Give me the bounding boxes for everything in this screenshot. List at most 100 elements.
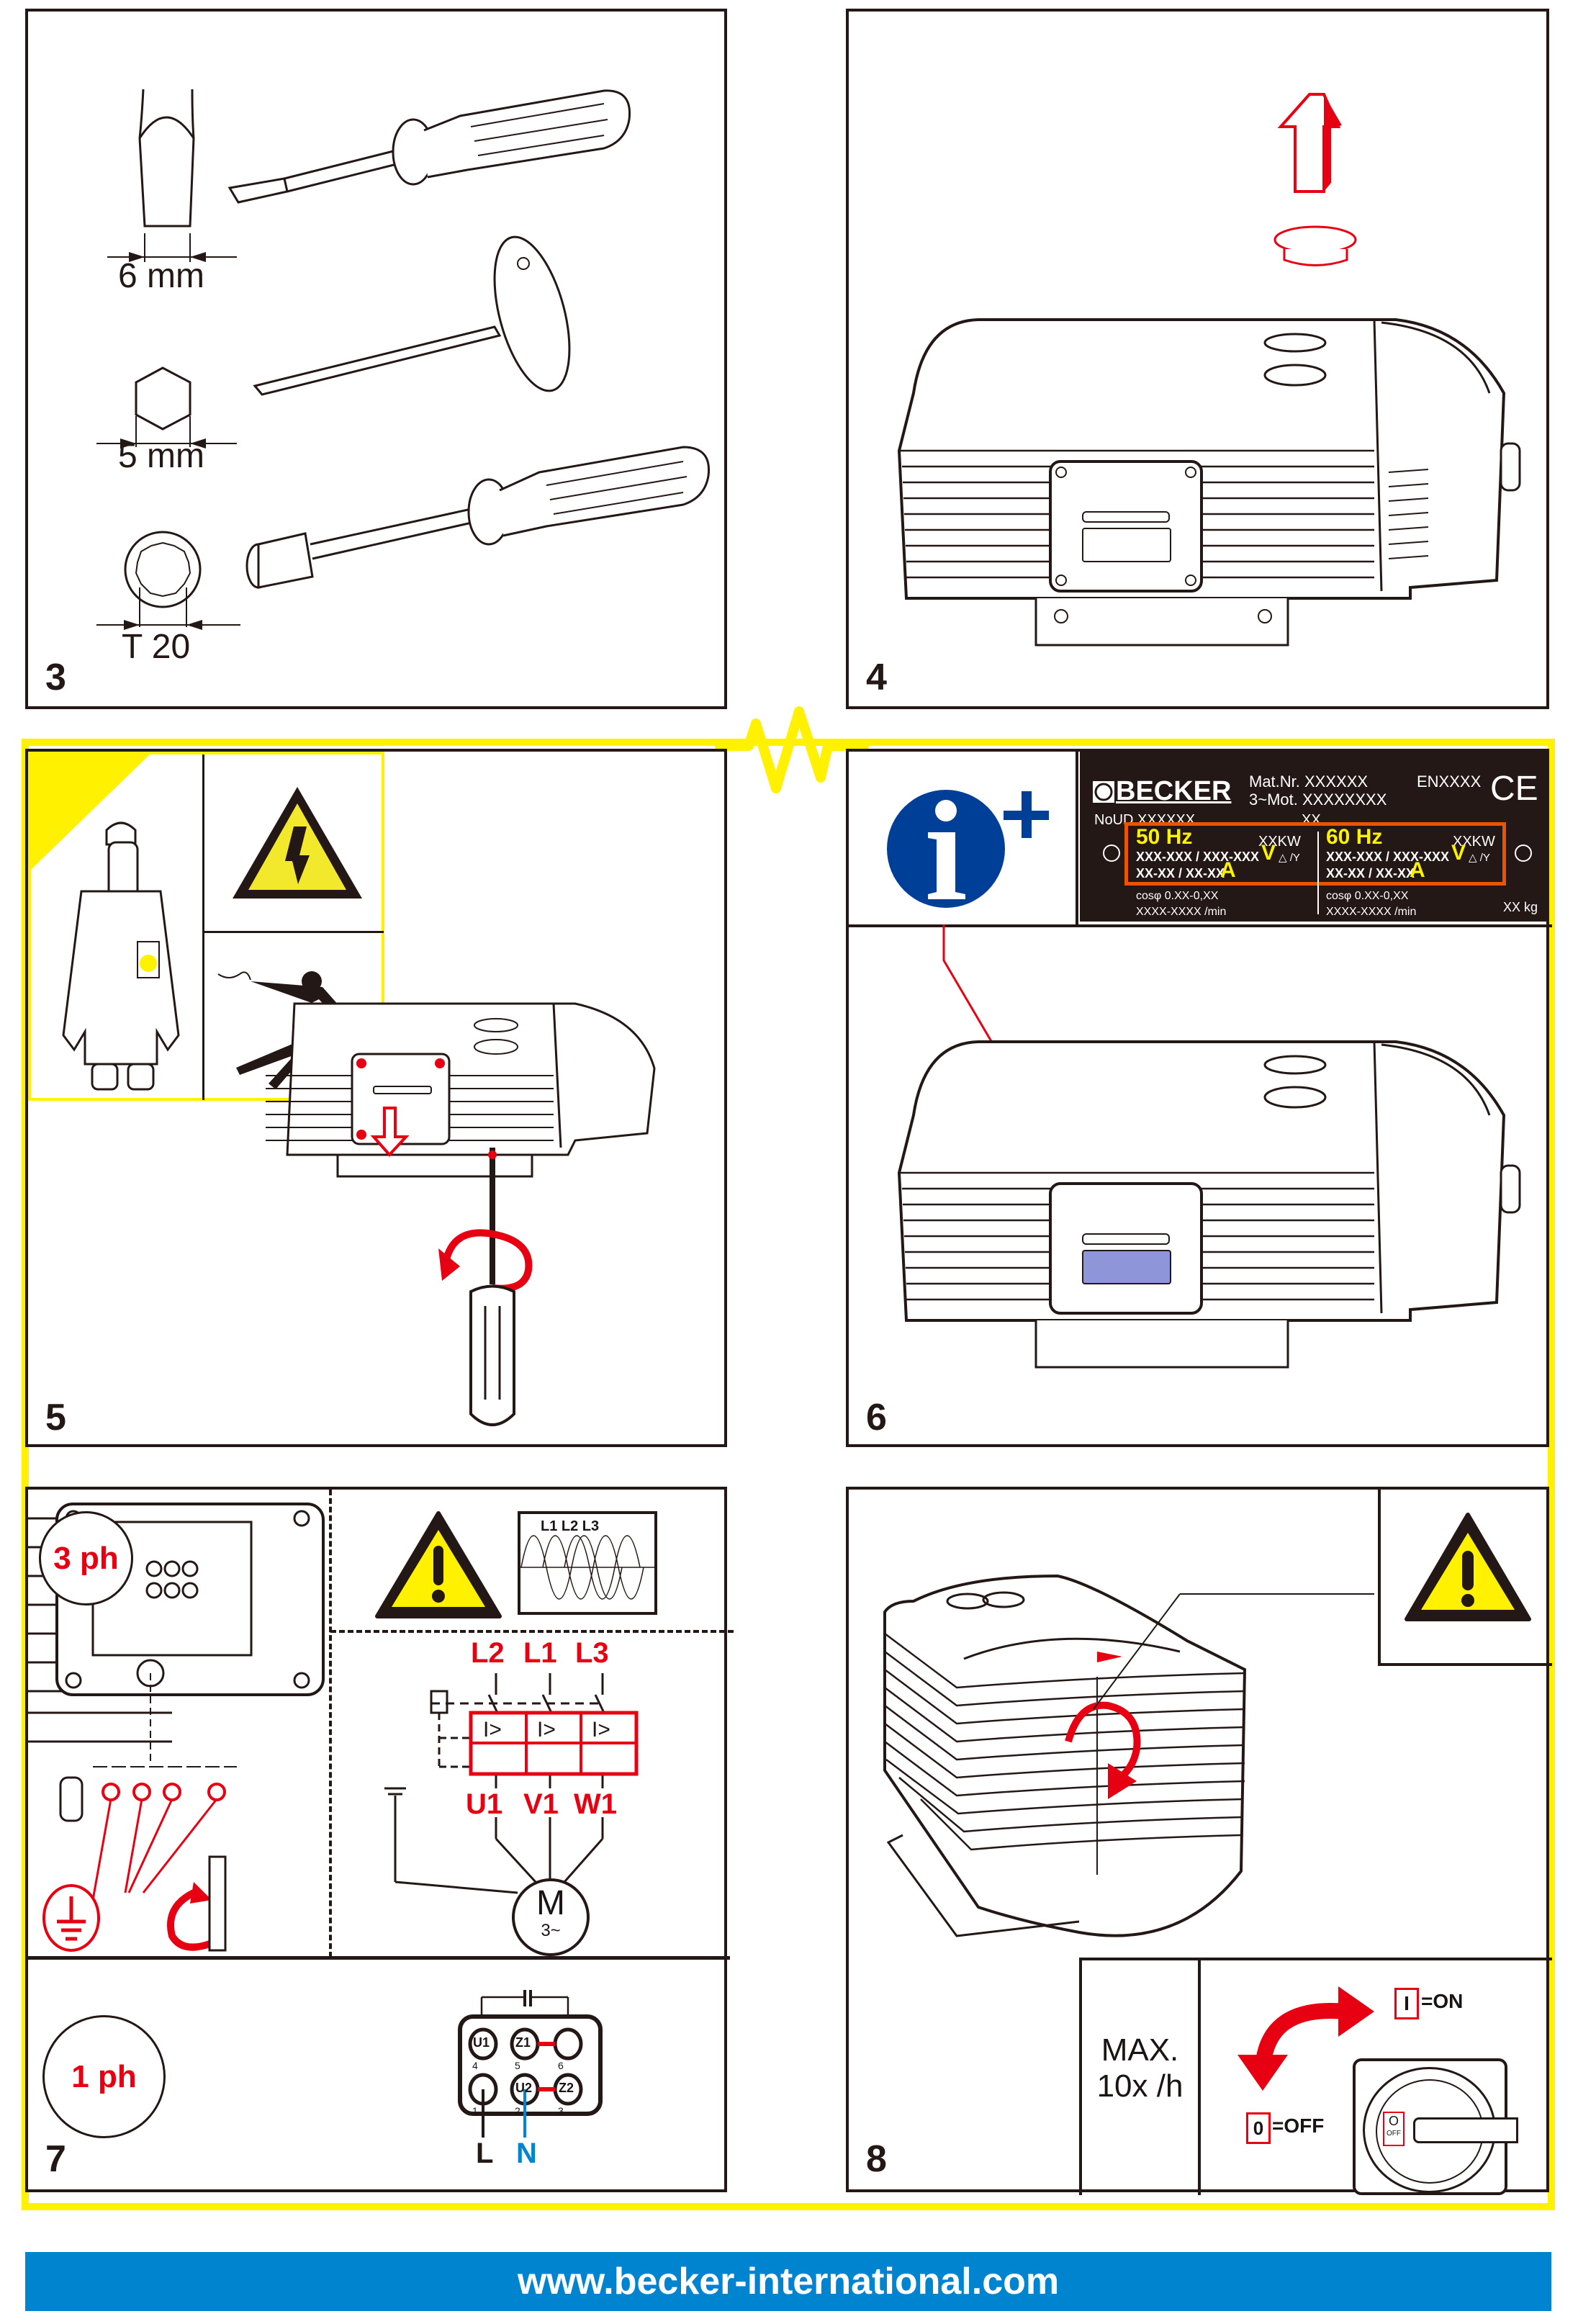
speed-60hz: XXXX-XXXX /min	[1326, 906, 1417, 918]
rotary-switch[interactable]: O OFF	[1353, 2058, 1518, 2195]
general-warning-icon	[375, 1511, 502, 1618]
freq-50hz: 50 Hz	[1136, 825, 1193, 849]
step-number-7: 7	[45, 2138, 66, 2180]
single-phase-terminal-icon	[458, 1990, 603, 2138]
motor-symbol: M 3~	[512, 1878, 590, 1956]
zigzag-divider-icon	[715, 706, 869, 793]
yellow-corner-triangle	[31, 755, 150, 870]
off-label: =OFF	[1272, 2114, 1325, 2137]
power-60hz: XXKW	[1453, 834, 1495, 850]
speed-50hz: XXXX-XXXX /min	[1136, 906, 1227, 918]
electrical-hazard-warning-icon	[233, 787, 362, 898]
a-unit-50hz: A	[1220, 858, 1236, 882]
max-starts-line1: MAX.	[1101, 2032, 1179, 2068]
max-starts-box: MAX. 10x /h	[1079, 1958, 1198, 2195]
on-label: =ON	[1421, 1990, 1464, 2012]
general-warning-icon-8	[1405, 1513, 1531, 1621]
plug-cap-icon	[1273, 225, 1357, 266]
footer-url-link[interactable]: www.becker-international.com	[517, 2261, 1060, 2302]
step-number-6: 6	[866, 1397, 887, 1438]
line-label-l3: L3	[575, 1637, 609, 1669]
becker-logo-icon	[1093, 781, 1114, 803]
freq-60hz: 60 Hz	[1326, 825, 1383, 849]
v-unit-50hz: V	[1261, 841, 1276, 865]
nameplate-brand: BECKER	[1116, 776, 1232, 806]
on-symbol-box: I	[1394, 1988, 1419, 2019]
motor-protection-switch-icon: I> I> I>	[384, 1673, 639, 1894]
off-symbol-box: 0	[1246, 2112, 1271, 2144]
socket-screwdriver-icon	[245, 446, 711, 589]
torx-tip-icon	[96, 531, 240, 630]
wave-labels: L1 L2 L3	[541, 1518, 600, 1534]
hex-key-icon	[253, 235, 571, 396]
step-number-3: 3	[45, 657, 66, 698]
switch-handle[interactable]	[1413, 2117, 1518, 2143]
output-label-w1: W1	[574, 1788, 617, 1820]
line-label-l2: L2	[471, 1637, 505, 1669]
single-phase-label: 1 ph	[71, 2058, 137, 2094]
v-unit-60hz: V	[1451, 841, 1466, 865]
terminal-num-5: 5	[515, 2060, 520, 2071]
max-starts-line2: 10x /h	[1096, 2068, 1184, 2104]
terminal-u1: U1	[473, 2035, 490, 2050]
voltage-60hz: XXX-XXX / XXX-XXX	[1326, 850, 1450, 864]
terminal-num-1: 1	[472, 2105, 478, 2117]
cosphi-60hz: cosφ 0.XX-0,XX	[1326, 890, 1409, 902]
panel-step-7: 3 ph L1 L2 L3 L2 L1 L3	[25, 1487, 734, 2192]
panel-step-5: 5	[25, 749, 727, 1447]
ce-mark: CE	[1490, 770, 1538, 808]
tool-size-t20: T 20	[122, 628, 191, 666]
panel-step-4: 4	[846, 9, 1549, 709]
cosphi-50hz: cosφ 0.XX-0,XX	[1136, 890, 1219, 902]
nameplate-weight: XX kg	[1503, 900, 1538, 914]
pump-cutaway-icon	[266, 1002, 656, 1178]
step-number-8: 8	[866, 2138, 887, 2180]
three-phase-label: 3 ph	[53, 1540, 119, 1576]
terminal-num-2: 2	[515, 2105, 520, 2117]
panel-step-3: 6 mm 5 mm T 20	[25, 9, 727, 709]
switch-position-label: OFF	[1387, 2130, 1401, 2138]
power-50hz: XXKW	[1258, 834, 1301, 850]
line-label-l: L	[476, 2138, 494, 2169]
output-label-v1: V1	[523, 1788, 559, 1820]
pump-fan-rotation-icon	[883, 1574, 1374, 1937]
switch-box	[1198, 1958, 1552, 2195]
neutral-label-n: N	[516, 2138, 537, 2169]
tool-size-5mm: 5 mm	[118, 437, 204, 475]
motor-symbol-sub: 3~	[541, 1921, 561, 1940]
rotate-switch-arrow-icon	[1237, 1986, 1374, 2091]
off-symbol: 0	[1253, 2117, 1264, 2139]
terminal-num-6: 6	[558, 2060, 564, 2071]
panel-step-8: MAX. 10x /h I =ON 0 =OFF O OFF 8	[846, 1487, 1552, 2195]
svg-text:I>: I>	[592, 1718, 610, 1742]
terminal-z2: Z2	[559, 2081, 574, 2095]
pump-icon	[897, 318, 1521, 647]
terminal-u2: U2	[515, 2081, 533, 2095]
voltage-50hz: XXX-XXX / XXX-XXX	[1136, 850, 1260, 864]
output-label-u1: U1	[466, 1788, 503, 1820]
three-phase-wave-icon	[518, 1511, 657, 1615]
current-60hz: XX-XX / XX-XX	[1326, 866, 1415, 880]
terminal-num-4: 4	[472, 2060, 478, 2071]
motor-nameplate: BECKER Mat.Nr. XXXXXX 3~Mot. XXXXXXXX EN…	[1080, 749, 1548, 922]
flat-tip-icon	[107, 89, 237, 262]
step-number-4: 4	[866, 657, 887, 698]
svg-text:I>: I>	[483, 1718, 502, 1742]
svg-text:I>: I>	[537, 1718, 556, 1742]
flat-screwdriver-icon	[227, 89, 631, 204]
footer-bar: www.becker-international.com	[25, 2252, 1551, 2311]
hex-tip-icon	[96, 366, 237, 449]
conn-50hz: △ /Y	[1279, 852, 1300, 864]
current-50hz: XX-XX / XX-XX	[1136, 866, 1225, 880]
arrow-up-icon	[1277, 93, 1342, 193]
conn-60hz: △ /Y	[1469, 852, 1490, 864]
nameplate-mat-nr: Mat.Nr. XXXXXX	[1249, 773, 1369, 791]
info-plus-icon	[887, 790, 1049, 908]
screwdriver-rotate-icon	[438, 1148, 533, 1426]
nameplate-motor: 3~Mot. XXXXXXXX	[1249, 791, 1387, 809]
electrician-icon	[62, 821, 180, 1091]
pump-nameplate-icon	[897, 1040, 1521, 1369]
highlight-box	[1124, 822, 1506, 886]
on-symbol: I	[1404, 1992, 1410, 2014]
line-label-l1: L1	[523, 1637, 557, 1669]
